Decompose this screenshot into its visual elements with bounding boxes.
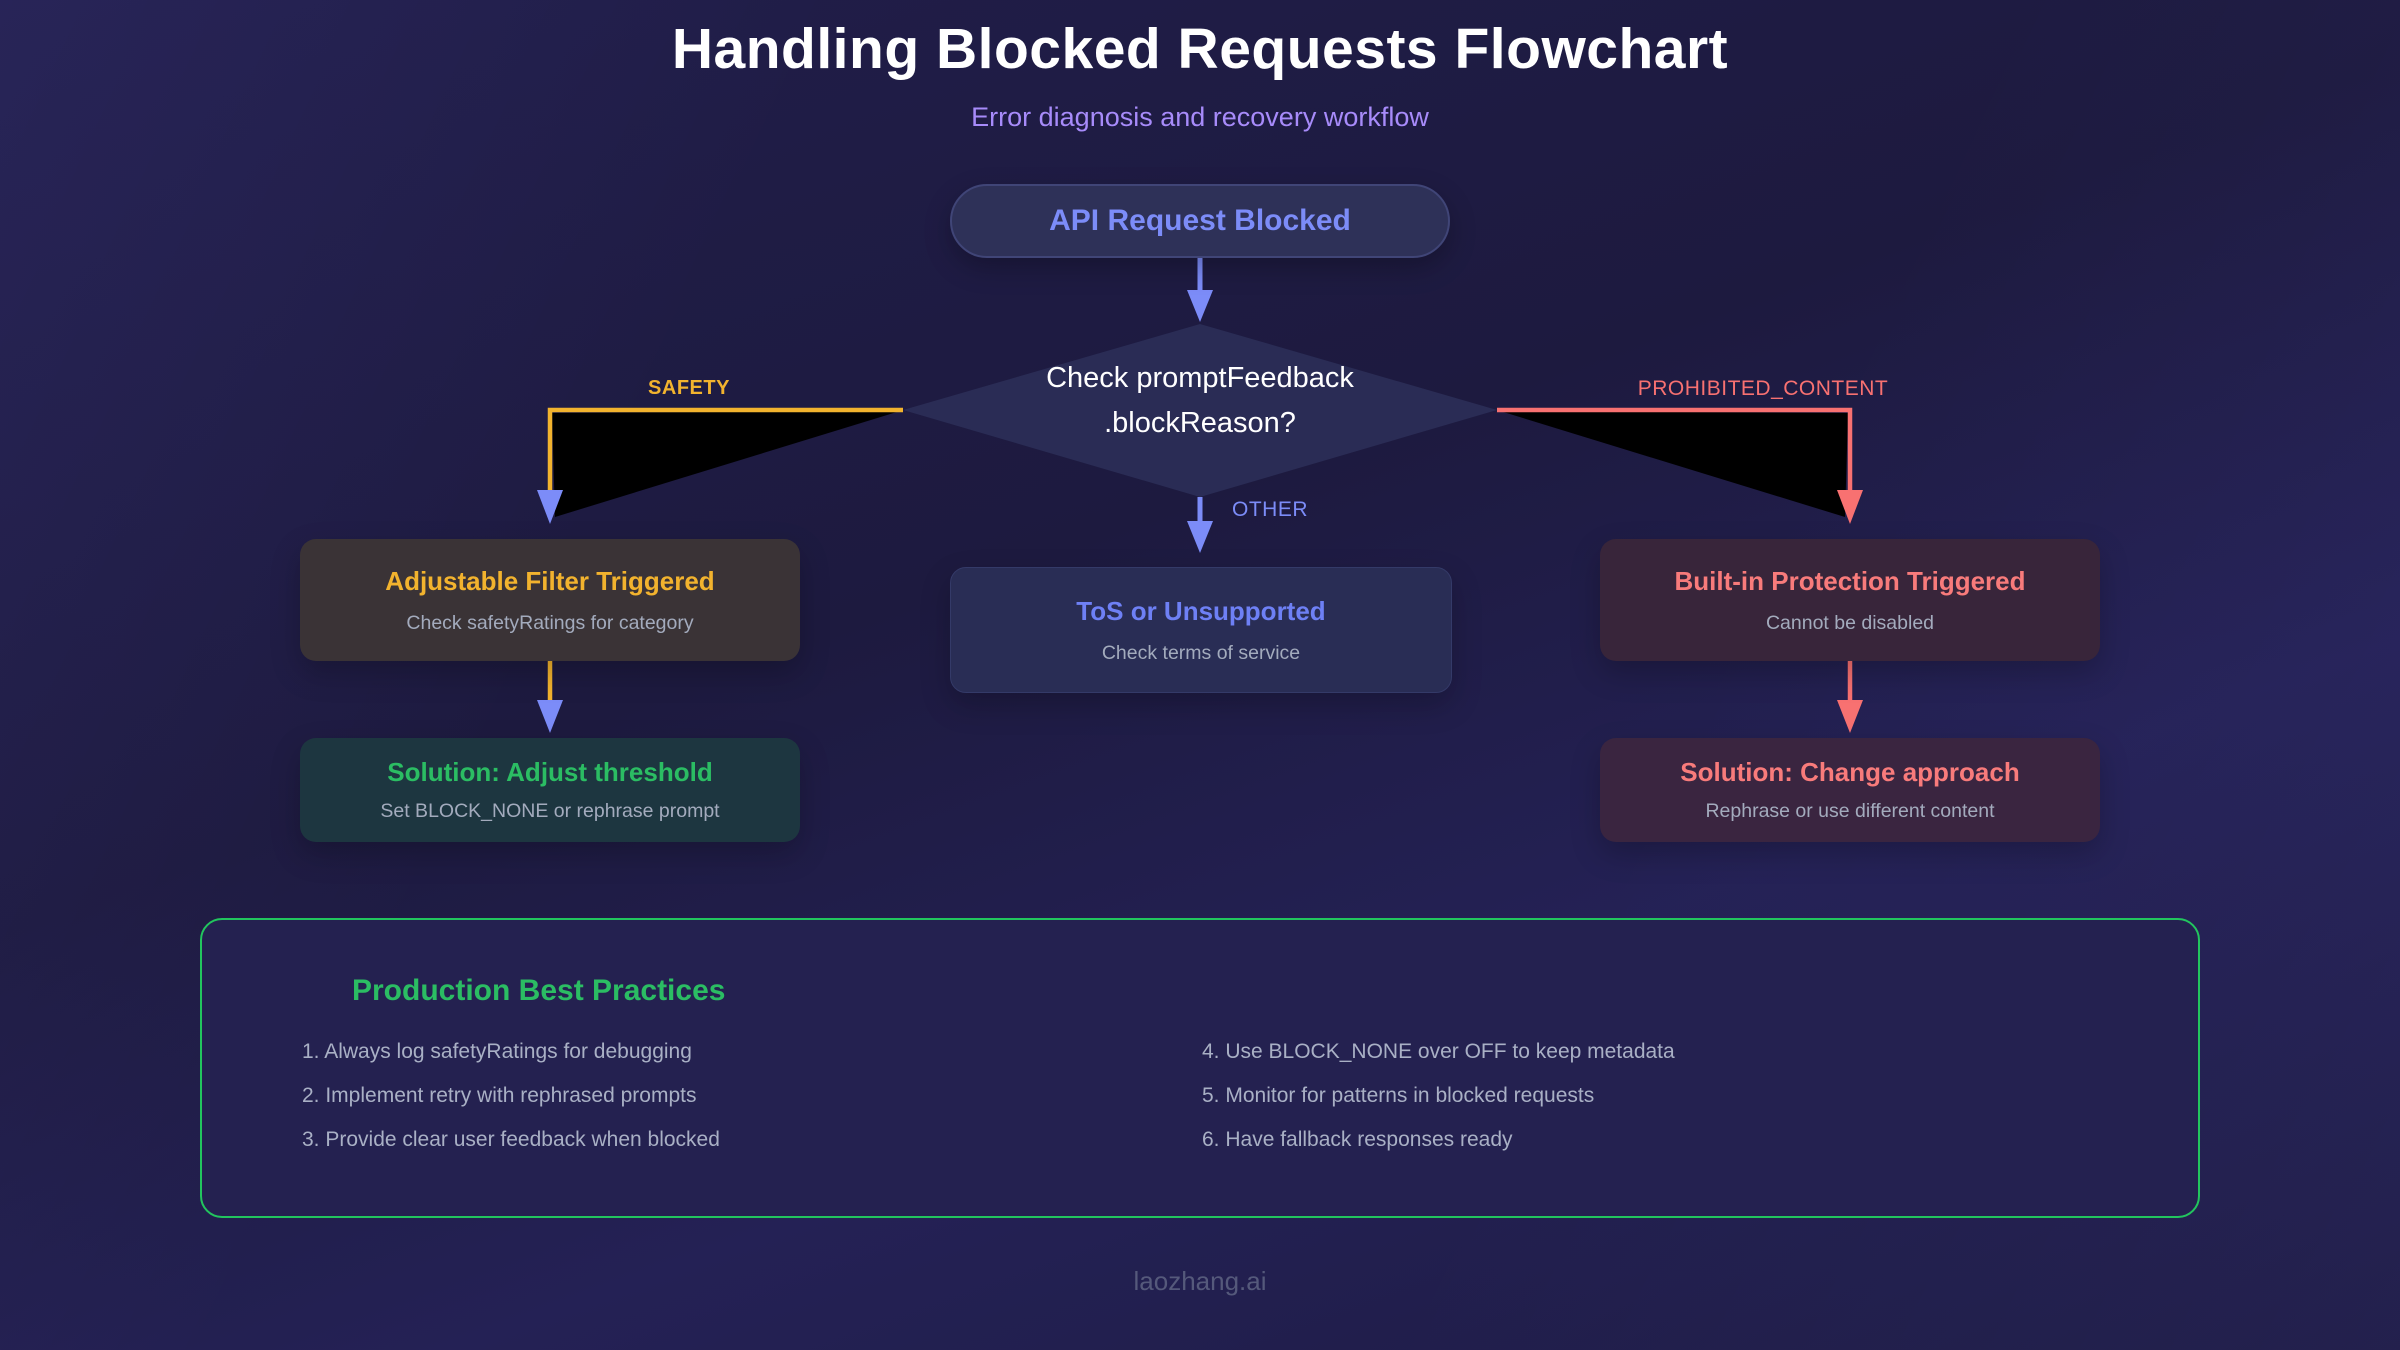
prohibited-to-solution-arrowhead-icon [1837, 700, 1863, 733]
other-node: ToS or Unsupported Check terms of servic… [950, 567, 1452, 693]
prohibited-node-title: Built-in Protection Triggered [1674, 565, 2026, 596]
decision-label-line2: .blockReason? [1104, 406, 1296, 439]
list-item: 2. Implement retry with rephrased prompt… [302, 1084, 697, 1107]
best-practices-right-column: 4. Use BLOCK_NONE over OFF to keep metad… [1202, 1040, 1675, 1172]
best-practices-title: Production Best Practices [352, 974, 726, 1007]
safety-branch-line [547, 407, 903, 492]
list-item: 4. Use BLOCK_NONE over OFF to keep metad… [1202, 1040, 1675, 1063]
start-node-label: API Request Blocked [1049, 204, 1351, 237]
prohibited-node-subtitle: Cannot be disabled [1765, 611, 1935, 634]
branch-label-other: OTHER [1232, 498, 1308, 521]
prohibited-branch-arrowhead-icon [1837, 490, 1863, 524]
best-practices-left-column: 1. Always log safetyRatings for debuggin… [302, 1040, 720, 1172]
list-item: 5. Monitor for patterns in blocked reque… [1202, 1084, 1595, 1107]
safety-node: Adjustable Filter Triggered Check safety… [300, 539, 800, 661]
page-title: Handling Blocked Requests Flowchart [671, 17, 1729, 81]
safety-solution-subtitle: Set BLOCK_NONE or rephrase prompt [380, 800, 720, 822]
other-node-subtitle: Check terms of service [1101, 641, 1301, 664]
safety-branch-arrowhead-icon [537, 490, 563, 524]
prohibited-solution-subtitle: Rephrase or use different content [1705, 800, 1995, 822]
prohibited-node: Built-in Protection Triggered Cannot be … [1600, 539, 2100, 661]
safety-to-solution-arrowhead-icon [537, 700, 563, 733]
branch-label-prohibited: PROHIBITED_CONTENT [1637, 377, 1889, 400]
other-node-title: ToS or Unsupported [1076, 595, 1326, 626]
other-branch-arrowhead-icon [1187, 521, 1213, 553]
list-item: 3. Provide clear user feedback when bloc… [302, 1128, 720, 1151]
prohibited-branch-line [1497, 407, 1853, 492]
left-branch-wedge [552, 411, 900, 517]
prohibited-solution-node: Solution: Change approach Rephrase or us… [1600, 738, 2100, 842]
decision-node-label: Check promptFeedback .blockReason? [950, 356, 1450, 446]
best-practices-panel: Production Best Practices 1. Always log … [200, 918, 2200, 1218]
right-branch-wedge [1500, 411, 1848, 517]
prohibited-solution-title: Solution: Change approach [1680, 757, 2020, 787]
list-item: 1. Always log safetyRatings for debuggin… [302, 1040, 692, 1063]
safety-node-title: Adjustable Filter Triggered [385, 565, 715, 596]
start-to-decision-arrowhead-icon [1187, 290, 1213, 322]
safety-solution-node: Solution: Adjust threshold Set BLOCK_NON… [300, 738, 800, 842]
brand-watermark: laozhang.ai [1133, 1266, 1267, 1296]
safety-solution-title: Solution: Adjust threshold [387, 757, 713, 787]
start-node: API Request Blocked [950, 184, 1450, 258]
decision-label-line1: Check promptFeedback [1046, 362, 1354, 394]
decision-diamond [903, 324, 1497, 497]
safety-node-subtitle: Check safetyRatings for category [406, 611, 694, 634]
branch-label-safety: SAFETY [648, 377, 730, 399]
page-subtitle: Error diagnosis and recovery workflow [971, 102, 1429, 132]
list-item: 6. Have fallback responses ready [1202, 1128, 1513, 1151]
